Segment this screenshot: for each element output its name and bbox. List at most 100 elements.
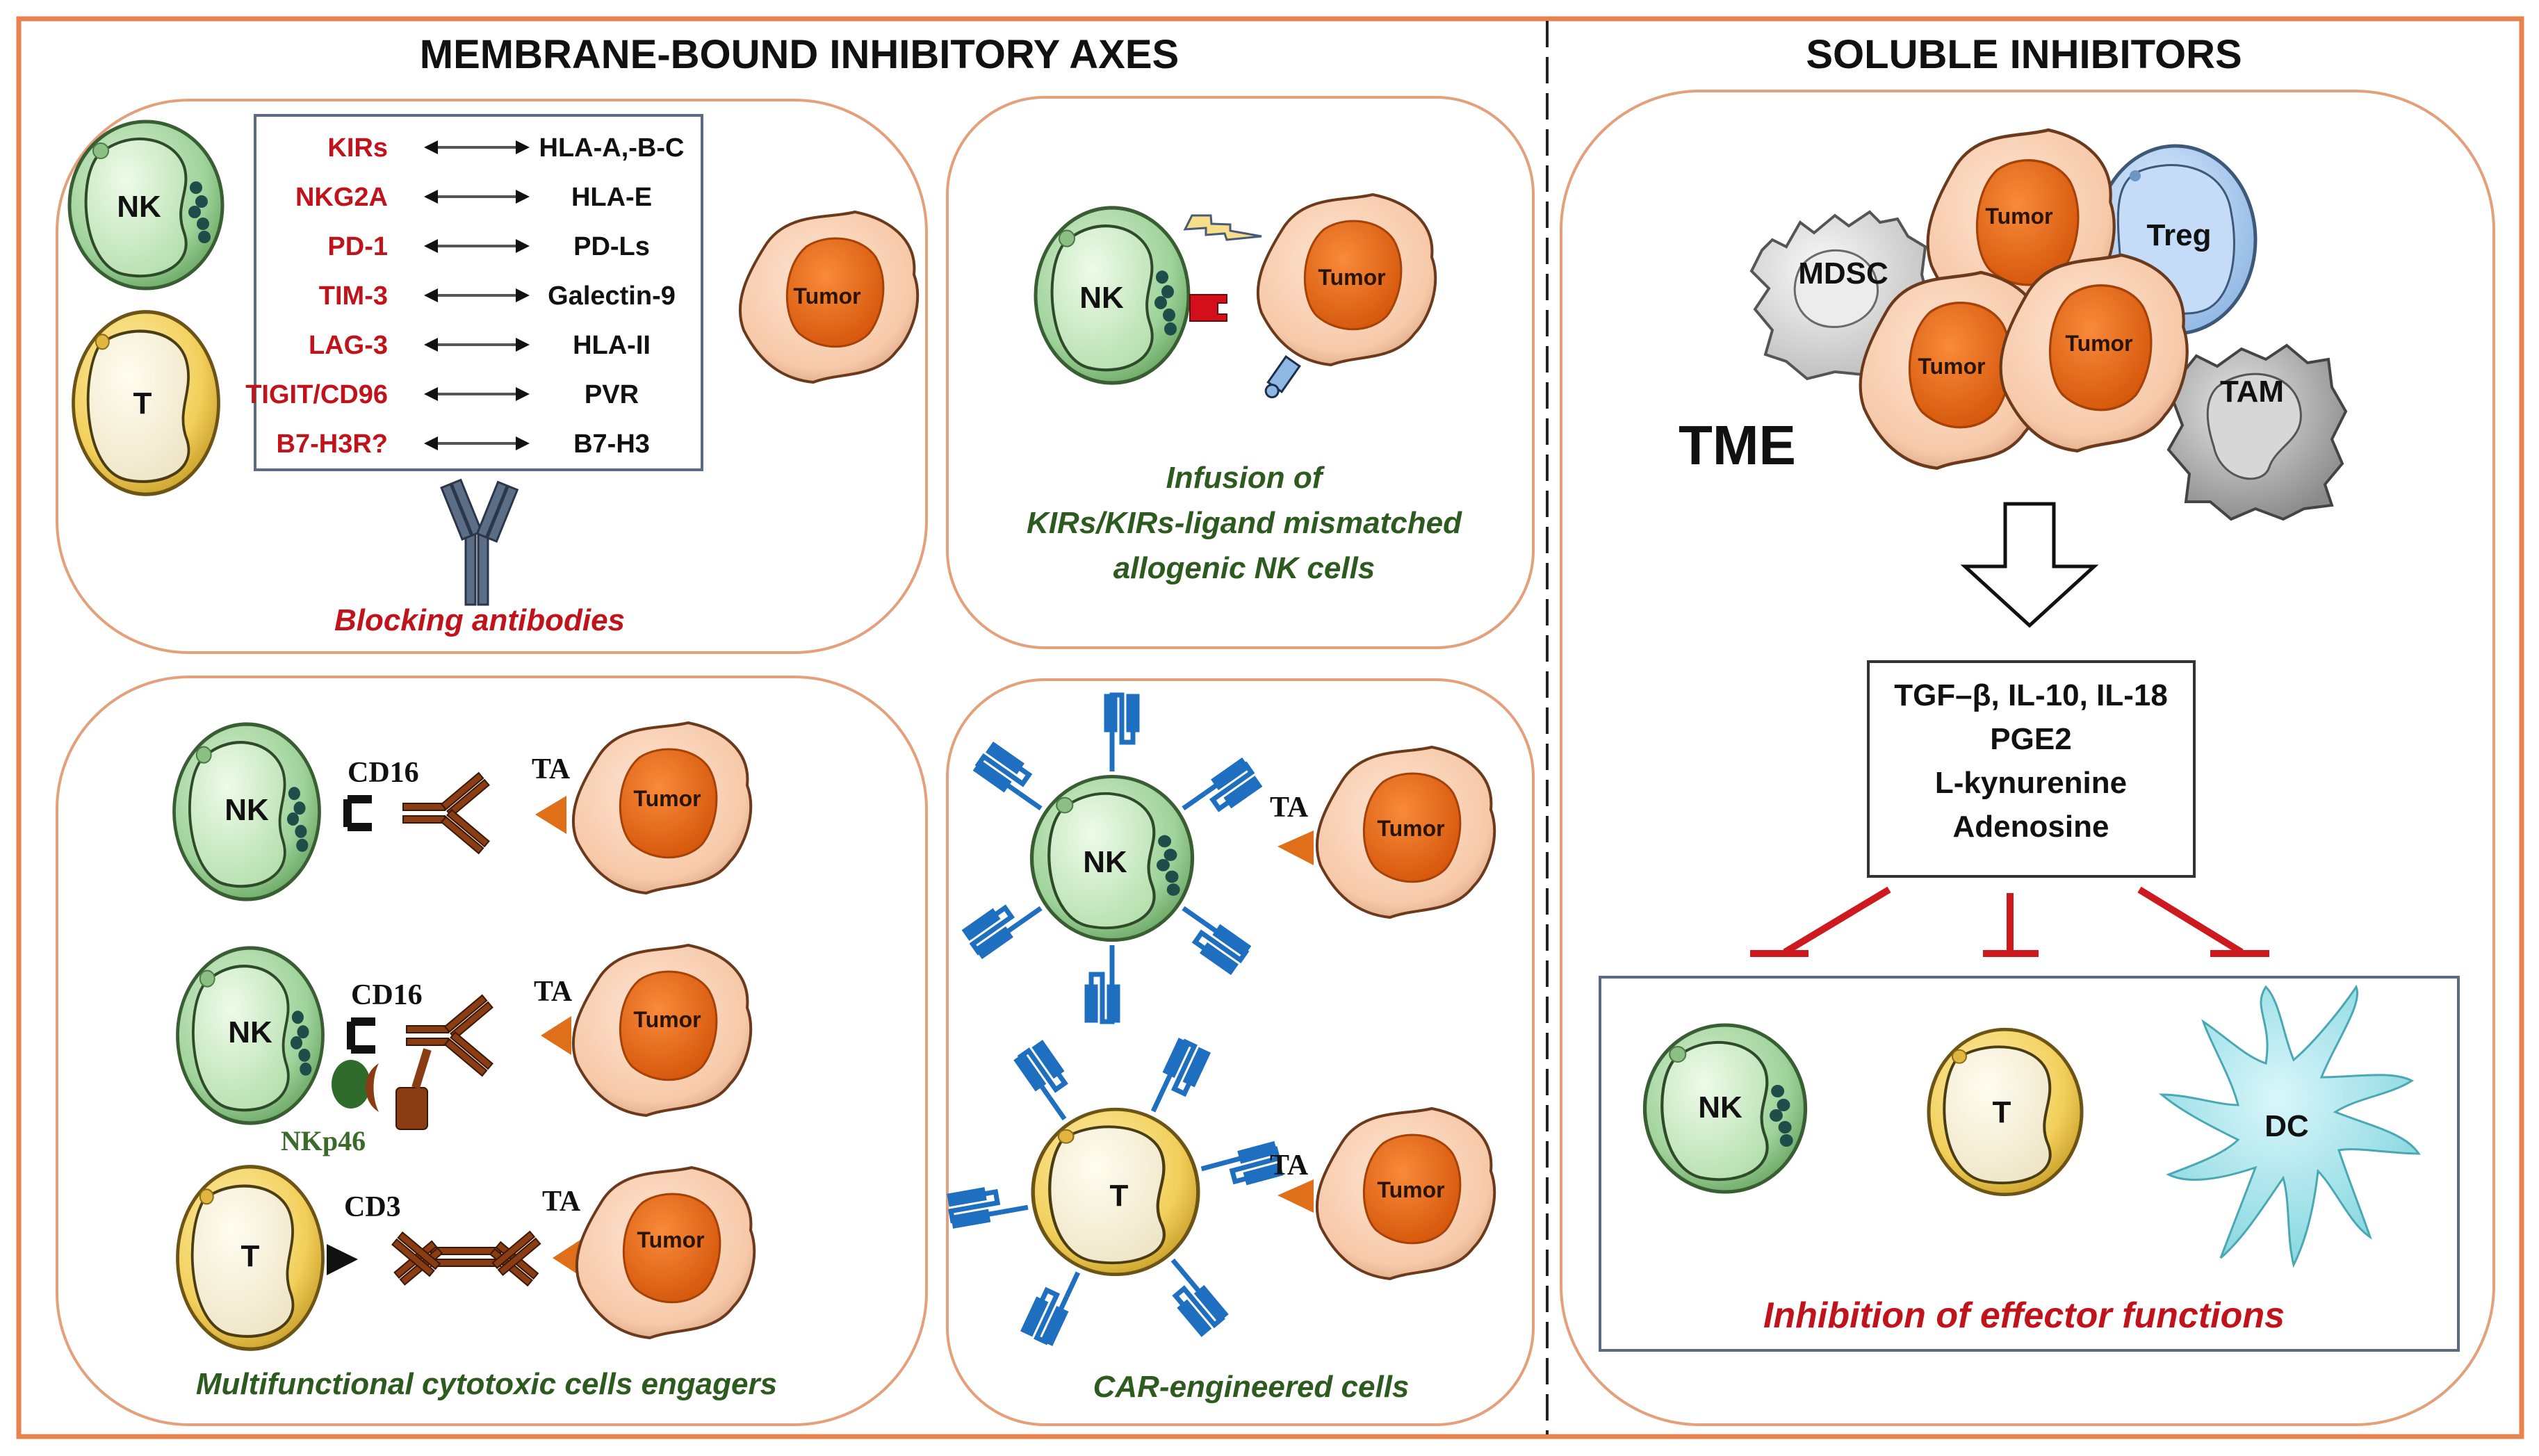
ligand-label: PVR — [585, 380, 639, 409]
outer-frame — [16, 16, 2524, 1439]
ligand-label: PD-Ls — [573, 232, 650, 261]
cd3-receptor-icon — [327, 1244, 358, 1275]
infusion-caption-line-1: Infusion of — [1166, 461, 1325, 495]
effector-label: NK — [224, 793, 269, 827]
soluble-inhibitors-panel: MDSC Treg TAM Tumor Tumor Tumor TME TGF– — [1560, 90, 2495, 1426]
effector-label: NK — [1083, 845, 1127, 879]
nkp46-label: NKp46 — [281, 1125, 366, 1156]
dc-cell-icon — [2158, 984, 2421, 1268]
double-arrow-icon — [424, 387, 530, 401]
tumor-cell-label: Tumor — [1377, 816, 1444, 841]
tam-cell-icon — [2166, 343, 2348, 521]
inhibition-arrows — [1750, 886, 2269, 957]
receptor-label: TIGIT/CD96 — [245, 380, 388, 409]
receptor-label: B7-H3R? — [277, 430, 388, 459]
mdsc-label: MDSC — [1798, 256, 1888, 291]
nkp46-ligand-icon — [366, 1063, 379, 1112]
receptor-ligand-row: B7-H3R? B7-H3 — [277, 430, 650, 459]
lightning-bolt-icon — [1183, 214, 1262, 241]
cd16-receptor-icon — [343, 795, 372, 831]
engager-row: T CD3 TA Tumor — [178, 1166, 756, 1350]
engager-row: NK CD16 TA Tumor NKp46 — [178, 944, 753, 1156]
receptor-ligand-row: NKG2A HLA-E — [295, 183, 652, 212]
tumor-cell-label: Tumor — [633, 1007, 701, 1032]
double-arrow-icon — [424, 190, 530, 204]
tumor-antigen-icon — [535, 796, 566, 834]
double-arrow-icon — [424, 338, 530, 352]
soluble-section-title: SOLUBLE INHIBITORS — [1806, 32, 2242, 77]
soluble-factor-label: PGE2 — [1990, 722, 2071, 756]
tumor-antigen-icon — [553, 1238, 582, 1277]
engagers-panel: NK CD16 TA Tumor NK CD16 TA Tumor NKp46 — [56, 676, 928, 1426]
tumor-cell-icon — [575, 1166, 756, 1339]
tme-cluster: MDSC Treg TAM Tumor Tumor Tumor — [1749, 130, 2348, 521]
membrane-section-title: MEMBRANE-BOUND INHIBITORY AXES — [420, 32, 1179, 77]
target-antigen-label: TA — [1270, 1150, 1309, 1181]
bispecific-engager-icon — [391, 1230, 541, 1287]
double-arrow-icon — [424, 140, 530, 154]
target-label: T — [1993, 1095, 2011, 1129]
inhibit-t-icon — [1983, 893, 2039, 957]
ligand-label: HLA-E — [571, 183, 652, 212]
soluble-factor-label: TGF–β, IL-10, IL-18 — [1894, 678, 2168, 712]
effector-label: NK — [228, 1015, 272, 1049]
target-label: DC — [2264, 1109, 2309, 1143]
ligand-label: Galectin-9 — [548, 281, 676, 311]
tumor-antigen-icon — [1277, 1179, 1314, 1213]
infusion-caption-line-2: KIRs/KIRs-ligand mismatched — [1027, 506, 1462, 540]
treg-label: Treg — [2147, 218, 2212, 252]
target-label: NK — [1698, 1090, 1742, 1124]
receptor-label: CD3 — [344, 1191, 401, 1223]
nkp46-receptor-icon — [332, 1060, 370, 1109]
target-antigen-label: TA — [534, 976, 573, 1008]
tumor-cell-label: Tumor — [633, 786, 701, 811]
target-antigen-label: TA — [542, 1186, 581, 1218]
car-caption: CAR-engineered cells — [1093, 1370, 1410, 1404]
t-cell-label: T — [133, 386, 152, 420]
tme-label: TME — [1679, 414, 1796, 476]
tumor-cell-label: Tumor — [1377, 1177, 1444, 1202]
cd16-receptor-icon — [347, 1017, 375, 1054]
tumor-cell-label: Tumor — [793, 284, 860, 309]
tumor-cell-label: Tumor — [1918, 354, 1985, 379]
tumor-cell-label: Tumor — [637, 1227, 704, 1252]
receptor-label: CD16 — [348, 757, 419, 789]
tam-label: TAM — [2220, 375, 2284, 409]
effector-label: T — [1110, 1179, 1129, 1213]
tumor-cell-label: Tumor — [1985, 204, 2052, 229]
down-arrow-icon — [1960, 502, 2099, 628]
target-antigen-label: TA — [532, 753, 571, 785]
trispecific-arm-icon — [395, 1087, 428, 1130]
inhibition-caption: Inhibition of effector functions — [1763, 1295, 2285, 1336]
infusion-caption-line-3: allogenic NK cells — [1113, 551, 1375, 585]
inhibit-nk-icon — [1750, 886, 1891, 957]
double-arrow-icon — [424, 288, 530, 302]
car-panel: NK TA Tumor T TA Tumor CAR-engineered ce… — [947, 678, 1535, 1426]
nk-cell-label: NK — [1079, 281, 1124, 315]
blocking-antibody-icon — [440, 478, 519, 606]
tumor-antigen-icon — [541, 1016, 571, 1055]
receptor-ligand-row: TIGIT/CD96 PVR — [245, 380, 639, 409]
ligand-label: HLA-A,-B-C — [539, 133, 685, 163]
tumor-antigen-icon — [1277, 831, 1314, 865]
target-antigen-label: TA — [1270, 792, 1309, 824]
receptor-ligand-table — [254, 114, 703, 471]
infusion-panel: NK Tumor Infusion of KIRs/KIRs-ligand mi… — [946, 96, 1535, 649]
receptor-label: TIM-3 — [319, 281, 388, 311]
soluble-factors-list: TGF–β, IL-10, IL-18PGE2L-kynurenineAdeno… — [1894, 678, 2168, 844]
hla-ligand-icon — [1264, 355, 1301, 399]
tumor-cell-label: Tumor — [2065, 331, 2132, 356]
receptor-label: CD16 — [351, 979, 423, 1011]
effector-label: T — [241, 1239, 260, 1273]
soluble-factors-box — [1867, 660, 2196, 878]
double-arrow-icon — [424, 436, 530, 450]
ligand-label: B7-H3 — [573, 430, 650, 459]
receptor-label: NKG2A — [295, 183, 388, 212]
tumor-cell-label: Tumor — [1318, 265, 1385, 290]
